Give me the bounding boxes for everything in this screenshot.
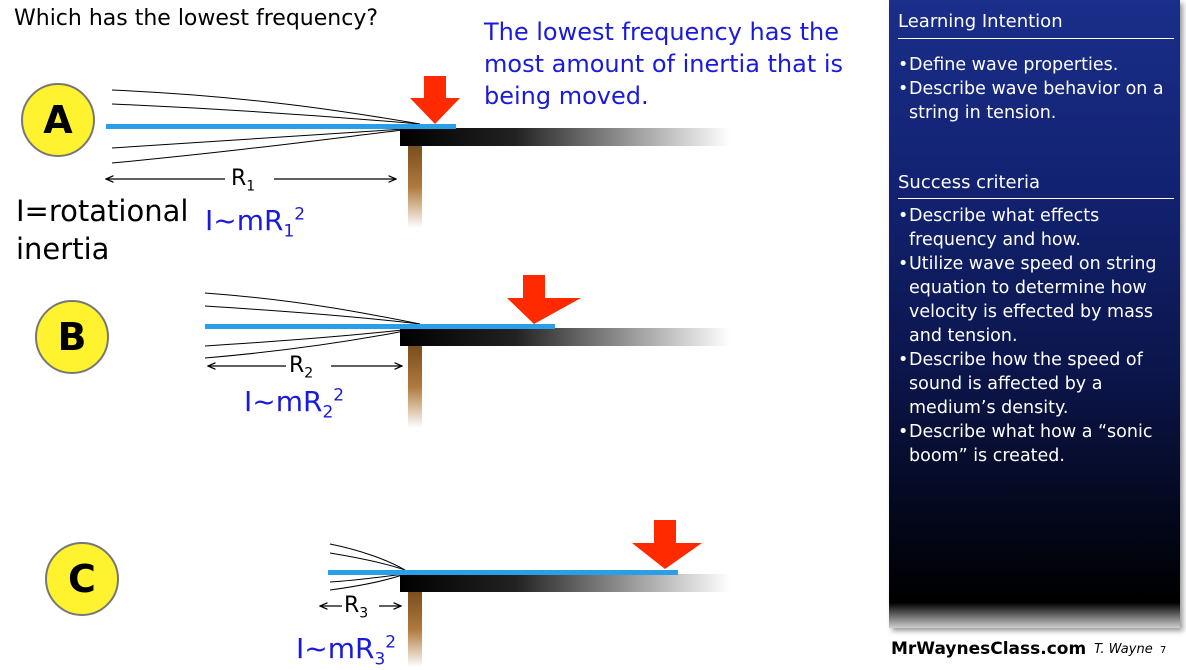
vibration-lines (329, 543, 406, 591)
list-item: Describe what effects frequency and how. (898, 204, 1174, 252)
learning-intention-title: Learning Intention (898, 11, 1063, 32)
objectives-panel: Learning Intention Define wave propertie… (889, 0, 1180, 628)
page-number: 7 (1160, 645, 1167, 656)
vibrating-ruler-diagram (0, 76, 730, 667)
answer-text: The lowest frequency has the most amount… (484, 18, 844, 110)
force-arrow (410, 76, 460, 124)
success-criteria-title: Success criteria (898, 172, 1041, 193)
learning-intention-list: Define wave properties. Describe wave be… (898, 53, 1174, 125)
force-arrow (507, 275, 581, 324)
case-a-setup (106, 76, 730, 228)
ruler (328, 570, 678, 575)
footer-author: T. Wayne (1094, 642, 1153, 657)
table-leg (408, 146, 422, 228)
inertia-equation-b: I~mR22 (244, 385, 345, 423)
list-item: Define wave properties. (898, 53, 1174, 77)
ruler (106, 124, 456, 129)
success-divider (898, 198, 1174, 199)
inertia-definition-line1: I=rotational (16, 194, 189, 228)
table-leg (408, 346, 422, 428)
list-item: Describe wave behavior on a string in te… (898, 77, 1174, 125)
case-a-badge: A (21, 83, 95, 157)
question-title: Which has the lowest frequency? (14, 6, 379, 31)
radius-label-b: R2 (289, 353, 314, 382)
table-leg (408, 592, 422, 667)
table-top (400, 328, 730, 346)
case-c-badge: C (45, 542, 119, 616)
radius-label-a: R1 (231, 166, 256, 195)
case-b-badge: B (35, 300, 109, 374)
case-c-setup (320, 520, 730, 667)
inertia-definition: I=rotational inertia (16, 192, 188, 268)
inertia-definition-line2: inertia (16, 232, 110, 266)
inertia-equation-c: I~mR32 (296, 632, 397, 670)
table-top (400, 574, 730, 592)
force-arrow (632, 520, 702, 569)
learning-divider (898, 38, 1174, 39)
vibration-lines (204, 292, 421, 359)
list-item: Describe what how a “sonic boom” is crea… (898, 420, 1174, 468)
vibration-lines (111, 89, 421, 164)
footer-site: MrWaynesClass.com (891, 639, 1087, 659)
radius-label-c: R3 (344, 593, 369, 622)
list-item: Describe how the speed of sound is affec… (898, 348, 1174, 420)
case-b-setup (204, 275, 730, 428)
ruler (205, 324, 555, 329)
success-criteria-list: Describe what effects frequency and how.… (898, 204, 1174, 468)
inertia-equation-a: I~mR12 (205, 204, 306, 242)
list-item: Utilize wave speed on string equation to… (898, 252, 1174, 348)
table-top (400, 128, 730, 146)
